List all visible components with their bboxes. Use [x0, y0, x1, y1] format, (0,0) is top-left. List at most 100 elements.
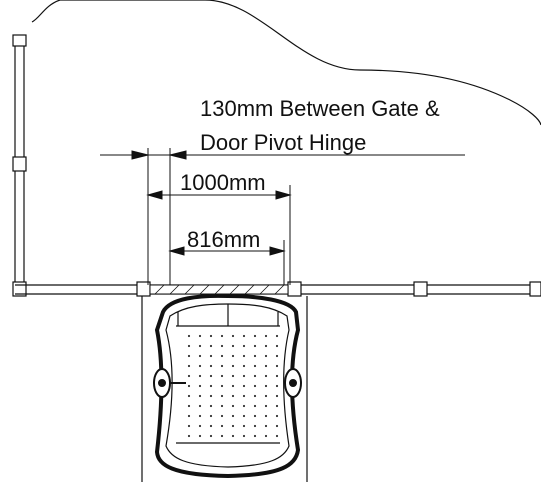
- seat-dot: [242, 434, 246, 438]
- seat-dot: [220, 364, 224, 368]
- seat-dot: [253, 424, 257, 428]
- seat-dot: [231, 404, 235, 408]
- seat-dot: [198, 394, 202, 398]
- seat-dot: [198, 404, 202, 408]
- seat-dot: [275, 424, 279, 428]
- seat-dot: [209, 404, 213, 408]
- seat-dot: [209, 414, 213, 418]
- seat-dot: [209, 434, 213, 438]
- seat-dot: [198, 374, 202, 378]
- seat-dot: [253, 354, 257, 358]
- seat-dot: [187, 354, 191, 358]
- seat-dot: [264, 414, 268, 418]
- seat-dot: [187, 384, 191, 388]
- seat-dot: [242, 344, 246, 348]
- seat-dot: [275, 374, 279, 378]
- seat-dot: [220, 384, 224, 388]
- seat-dot: [264, 384, 268, 388]
- seat-dot: [242, 394, 246, 398]
- seat-dot: [242, 384, 246, 388]
- seat-dot: [231, 394, 235, 398]
- seat-dot: [209, 344, 213, 348]
- seat-dot: [231, 354, 235, 358]
- dimension-gap: [100, 148, 465, 285]
- seat-dot: [220, 404, 224, 408]
- seat-dot: [209, 354, 213, 358]
- seat-dot: [253, 404, 257, 408]
- seat-dot: [220, 394, 224, 398]
- seat-dot: [253, 394, 257, 398]
- dimension-816: [168, 240, 286, 285]
- seat-dot: [242, 354, 246, 358]
- seat-dot: [242, 414, 246, 418]
- seat-dot: [198, 424, 202, 428]
- seat-dot: [187, 394, 191, 398]
- seat-dot: [275, 394, 279, 398]
- seat-dot: [253, 414, 257, 418]
- seat-dot: [231, 364, 235, 368]
- seat-dot: [275, 344, 279, 348]
- seat-dot: [253, 334, 257, 338]
- seat-dot: [242, 334, 246, 338]
- seat-dot: [264, 404, 268, 408]
- seat-dot: [220, 414, 224, 418]
- gate-threshold: [149, 284, 289, 295]
- seat-dot: [242, 364, 246, 368]
- gap-annotation-line-1: 130mm Between Gate &: [200, 96, 440, 121]
- seat-dot: [198, 344, 202, 348]
- seat-dot: [275, 354, 279, 358]
- inner-width-label: 816mm: [187, 227, 261, 252]
- seat-dot: [187, 424, 191, 428]
- seat-dot: [187, 374, 191, 378]
- seat-dot: [253, 434, 257, 438]
- seat-dot: [209, 424, 213, 428]
- seat-dot: [253, 384, 257, 388]
- seat-dot: [220, 424, 224, 428]
- dimension-1000: [146, 185, 292, 285]
- gap-annotation-line-2: Door Pivot Hinge: [200, 130, 367, 155]
- seat-dot: [264, 354, 268, 358]
- seat-dot: [275, 334, 279, 338]
- seat-dot: [264, 394, 268, 398]
- seat-dot: [209, 364, 213, 368]
- seat-dot: [220, 434, 224, 438]
- seat-dot: [231, 424, 235, 428]
- seat-dot: [275, 364, 279, 368]
- seat-dot: [231, 334, 235, 338]
- seat-dot: [209, 334, 213, 338]
- seat-dot: [220, 374, 224, 378]
- seat-dot: [242, 374, 246, 378]
- boundary-curve: [31, 0, 541, 126]
- seat-dot: [209, 384, 213, 388]
- seat-dot: [198, 384, 202, 388]
- seat-dot: [264, 434, 268, 438]
- seat-dot: [264, 344, 268, 348]
- seat-dot: [264, 334, 268, 338]
- seat-dot: [253, 344, 257, 348]
- seat-dot: [187, 434, 191, 438]
- seat-dot: [198, 354, 202, 358]
- seat-dot: [198, 364, 202, 368]
- seat-dot: [187, 364, 191, 368]
- seat-dot: [231, 384, 235, 388]
- seat-dot: [187, 334, 191, 338]
- seat-dot: [209, 374, 213, 378]
- wheelchair-wheel-right: [284, 368, 302, 398]
- seat-dot: [187, 404, 191, 408]
- seat-dot: [242, 404, 246, 408]
- wheelchair-wheel-left: [153, 368, 186, 398]
- seat-dot: [242, 424, 246, 428]
- seat-dot: [231, 434, 235, 438]
- seat-dot: [253, 364, 257, 368]
- seat-dot: [187, 414, 191, 418]
- seat-dot: [264, 374, 268, 378]
- wheelchair-outline: [154, 293, 301, 479]
- seat-dot: [198, 414, 202, 418]
- seat-dot: [198, 334, 202, 338]
- outer-width-label: 1000mm: [180, 170, 266, 195]
- seat-dot: [220, 334, 224, 338]
- seat-dot: [187, 344, 191, 348]
- wheelchair-seat-pattern: [187, 334, 279, 438]
- seat-dot: [231, 414, 235, 418]
